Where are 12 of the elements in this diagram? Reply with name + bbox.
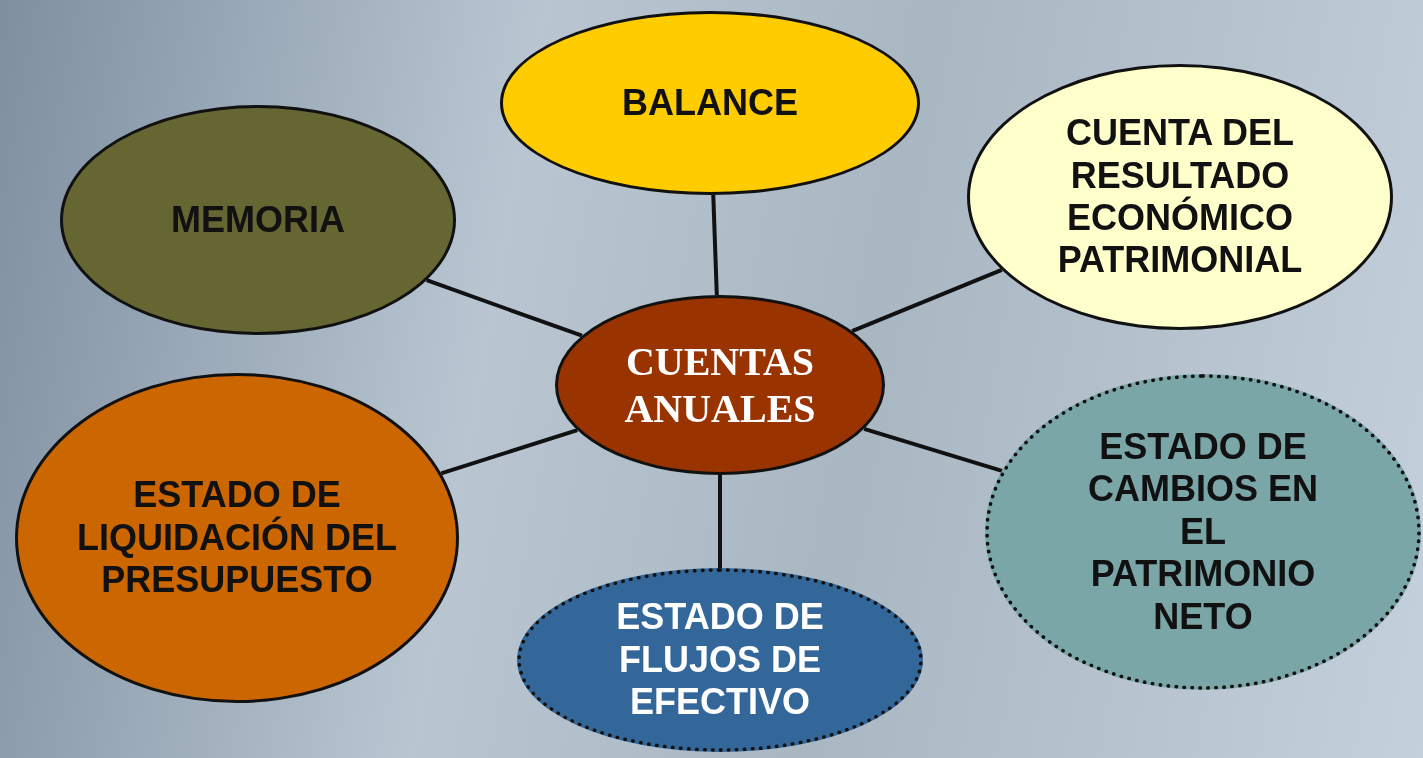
connector-line [851, 268, 1003, 333]
connector-line [426, 278, 583, 338]
node-label: CUENTAS ANUALES [623, 337, 817, 433]
node-label: ESTADO DE FLUJOS DE EFECTIVO [615, 596, 825, 724]
connector-line [718, 475, 722, 568]
connector-line [711, 194, 719, 296]
node-label: ESTADO DE LIQUIDACIÓN DEL PRESUPUESTO [76, 474, 398, 602]
node-label: CUENTA DEL RESULTADO ECONÓMICO PATRIMONIAL [1056, 112, 1304, 282]
node-label: BALANCE [622, 81, 798, 125]
node-label: MEMORIA [171, 198, 345, 242]
node-label: ESTADO DE CAMBIOS EN EL PATRIMONIO NETO [1087, 425, 1319, 639]
connector-line [440, 428, 578, 476]
